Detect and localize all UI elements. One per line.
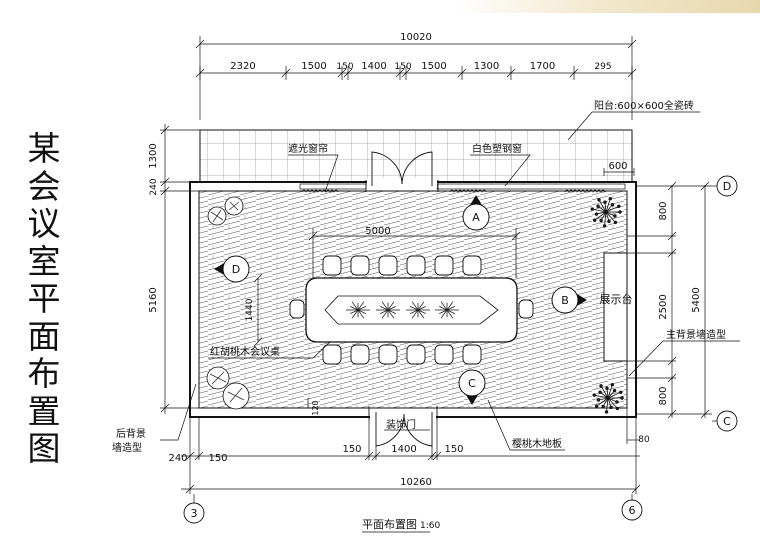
leader-lines bbox=[160, 111, 740, 451]
view-marker-d: D bbox=[214, 255, 250, 283]
svg-text:A: A bbox=[472, 211, 480, 224]
dim-600: 600 bbox=[608, 161, 627, 172]
label-door: 装饰门 bbox=[386, 418, 416, 431]
label-back-wall-2: 墙造型 bbox=[112, 441, 142, 454]
label-main-wall: 主背景墙造型 bbox=[666, 328, 726, 341]
view-marker-a: A bbox=[462, 195, 490, 231]
chair bbox=[350, 255, 370, 276]
dim-150-door-right: 150 bbox=[444, 444, 463, 455]
balcony bbox=[199, 129, 633, 183]
decorative-door bbox=[368, 406, 438, 447]
corner-plant-bottom-right bbox=[592, 382, 624, 414]
axis-bubble-6 bbox=[621, 499, 643, 521]
dim-1400-door: 1400 bbox=[391, 444, 416, 455]
dim-800-top: 800 bbox=[658, 201, 669, 220]
round-planters-bottom-left bbox=[206, 366, 250, 410]
axis-bubble-3 bbox=[183, 502, 205, 524]
dim-150-door-left: 150 bbox=[342, 444, 361, 455]
chair bbox=[378, 344, 398, 365]
dim-top-segment: 1300 bbox=[474, 61, 499, 72]
round-planters-top-left bbox=[207, 196, 244, 226]
label-table: 红胡桃木会议桌 bbox=[210, 345, 280, 358]
dim-top-segment: 150 bbox=[394, 62, 411, 72]
left-dimensions bbox=[160, 124, 263, 414]
dim-2500: 2500 bbox=[658, 294, 669, 319]
display-stand-label: 展示台 bbox=[600, 292, 633, 306]
label-curtain: 遮光窗帘 bbox=[288, 142, 328, 155]
label-back-wall: 后背景 bbox=[116, 427, 146, 440]
dim-240-left: 240 bbox=[149, 178, 159, 195]
dim-top-segment: 150 bbox=[336, 62, 353, 72]
chair bbox=[462, 344, 482, 365]
chair bbox=[434, 344, 454, 365]
dim-150-bottom-left: 150 bbox=[208, 453, 227, 464]
axis-label-6: 6 bbox=[629, 504, 636, 517]
dim-bottom-total: 10260 bbox=[400, 477, 432, 488]
chair bbox=[518, 299, 534, 319]
chair bbox=[289, 299, 305, 319]
svg-text:D: D bbox=[232, 263, 240, 276]
balcony-door bbox=[365, 151, 439, 192]
chair bbox=[322, 344, 342, 365]
dim-800-bottom: 800 bbox=[658, 386, 669, 405]
dim-1440: 1440 bbox=[245, 298, 255, 321]
view-marker-b: B bbox=[551, 286, 587, 314]
chair bbox=[462, 255, 482, 276]
label-balcony: 阳台:600×600全瓷砖 bbox=[594, 99, 694, 112]
table-dimension bbox=[307, 228, 521, 408]
dim-5000: 5000 bbox=[365, 226, 390, 237]
conference-table bbox=[305, 277, 518, 343]
chair bbox=[406, 344, 426, 365]
dim-top-segment: 1500 bbox=[421, 61, 446, 72]
display-stand bbox=[603, 252, 628, 362]
label-window: 白色塑钢窗 bbox=[472, 142, 522, 155]
header-banner bbox=[455, 0, 760, 13]
dim-top-segment: 1400 bbox=[361, 61, 386, 72]
right-dimensions bbox=[603, 168, 722, 422]
axis-label-d: D bbox=[723, 180, 731, 193]
corner-plant-top-right bbox=[590, 196, 622, 228]
axis-bubble-c bbox=[716, 410, 738, 432]
chair bbox=[350, 344, 370, 365]
svg-text:B: B bbox=[561, 294, 569, 307]
top-dimensions bbox=[195, 36, 637, 120]
axis-label-3: 3 bbox=[191, 507, 198, 520]
axis-label-c: C bbox=[723, 415, 731, 428]
svg-text:C: C bbox=[468, 377, 476, 390]
dim-top-total: 10020 bbox=[400, 32, 432, 43]
dim-top-segment: 1700 bbox=[530, 61, 555, 72]
dim-80: 80 bbox=[638, 435, 650, 445]
view-marker-c: C bbox=[458, 369, 486, 405]
dim-5400: 5400 bbox=[691, 287, 702, 312]
drawing-title: 某会议室平面布置图 bbox=[27, 129, 61, 468]
dim-5160: 5160 bbox=[148, 287, 159, 312]
dim-top-segment: 295 bbox=[594, 62, 611, 72]
axis-bubble-d bbox=[716, 175, 738, 197]
chair bbox=[322, 255, 342, 276]
chair bbox=[406, 255, 426, 276]
bottom-dimensions bbox=[181, 408, 641, 500]
chair bbox=[378, 255, 398, 276]
label-floor: 樱桃木地板 bbox=[512, 437, 562, 450]
dim-120: 120 bbox=[311, 400, 320, 415]
chair bbox=[434, 255, 454, 276]
dim-top-segment: 2320 bbox=[230, 61, 255, 72]
dim-1300: 1300 bbox=[148, 143, 159, 168]
dim-240-bottom: 240 bbox=[168, 453, 187, 464]
dim-top-segment: 1500 bbox=[301, 61, 326, 72]
